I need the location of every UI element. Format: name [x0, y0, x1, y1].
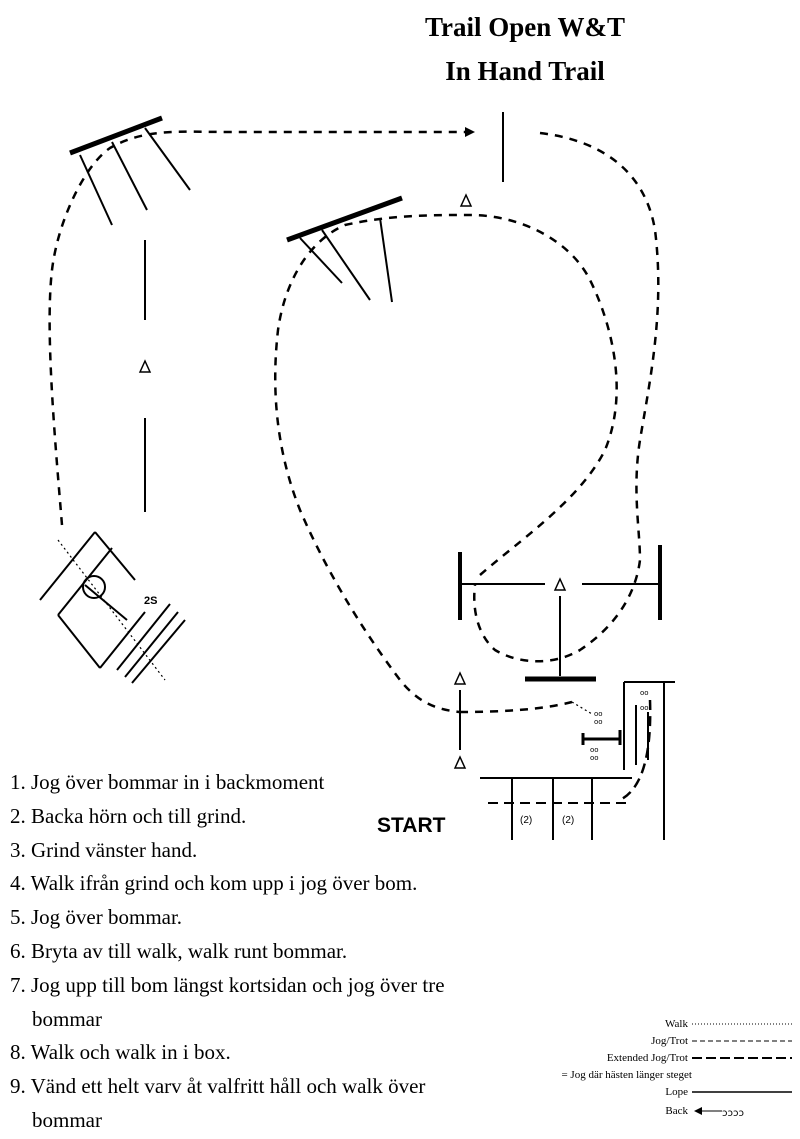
walk-line-box [57, 539, 166, 681]
route-right-box [619, 699, 652, 802]
legend-lope-label: Lope [665, 1086, 688, 1098]
step-2: 2. Backa hörn och till grind. [10, 804, 247, 828]
legend-jog-label: Jog/Trot [651, 1035, 688, 1047]
legend-walk-label: Walk [665, 1018, 688, 1030]
legend-lope-line [692, 1091, 792, 1093]
arrow-top [465, 127, 475, 137]
box-2s [39, 531, 186, 684]
legend-lengthen-label: = Jog där hästen länger steget [561, 1069, 692, 1081]
svg-text:oo: oo [640, 689, 649, 697]
route-bottom [459, 700, 573, 714]
poles-middle [286, 195, 403, 303]
step-5: 5. Jog över bommar. [10, 905, 183, 929]
step-9-cont: bommar [32, 1108, 102, 1132]
step-7-cont: bommar [32, 1007, 102, 1031]
legend-extended-line [692, 1057, 792, 1059]
svg-text:oo: oo [590, 746, 599, 754]
poles-top-left [69, 115, 191, 226]
route-inner-loop [274, 213, 618, 714]
legend-extended-label: Extended Jog/Trot [606, 1052, 688, 1064]
pole-count-label: (2) [562, 815, 574, 826]
legend-back-label: Back [665, 1105, 688, 1117]
step-9: 9. Vänd ett helt varv åt valfritt håll o… [10, 1074, 426, 1098]
legend-jog-line [692, 1040, 792, 1042]
step-1: 1. Jog över bommar in i backmoment [10, 770, 325, 794]
legend-walk-line [692, 1023, 792, 1025]
svg-text:oo: oo [640, 704, 649, 712]
svg-text:oo: oo [594, 718, 603, 726]
course-title: Trail Open W&T [424, 12, 626, 42]
step-6: 6. Bryta av till walk, walk runt bommar. [10, 939, 348, 963]
footprint-marks: oo oo oo oo oo oo [590, 689, 649, 762]
start-label: START [377, 814, 446, 837]
route-top [48, 130, 465, 526]
cone-markers [138, 193, 567, 769]
step-3: 3. Grind vänster hand. [10, 838, 198, 862]
step-8: 8. Walk och walk in i box. [10, 1040, 231, 1064]
svg-text:oo: oo [594, 710, 603, 718]
walk-line-gate [571, 701, 593, 715]
svg-text:oo: oo [590, 754, 599, 762]
finish-box [480, 681, 675, 840]
course-subtitle: In Hand Trail [445, 56, 605, 86]
step-7: 7. Jog upp till bom längst kortsidan och… [10, 973, 445, 997]
gate [458, 545, 662, 682]
legend-back-symbol: ɔɔɔɔ [694, 1107, 744, 1119]
svg-text:ɔɔɔɔ: ɔɔɔɔ [722, 1108, 744, 1119]
step-4: 4. Walk ifrån grind och kom upp i jog öv… [10, 871, 418, 895]
box-2s-label: 2S [144, 595, 157, 607]
pole-count-label: (2) [520, 815, 532, 826]
route-top-right [473, 131, 660, 663]
